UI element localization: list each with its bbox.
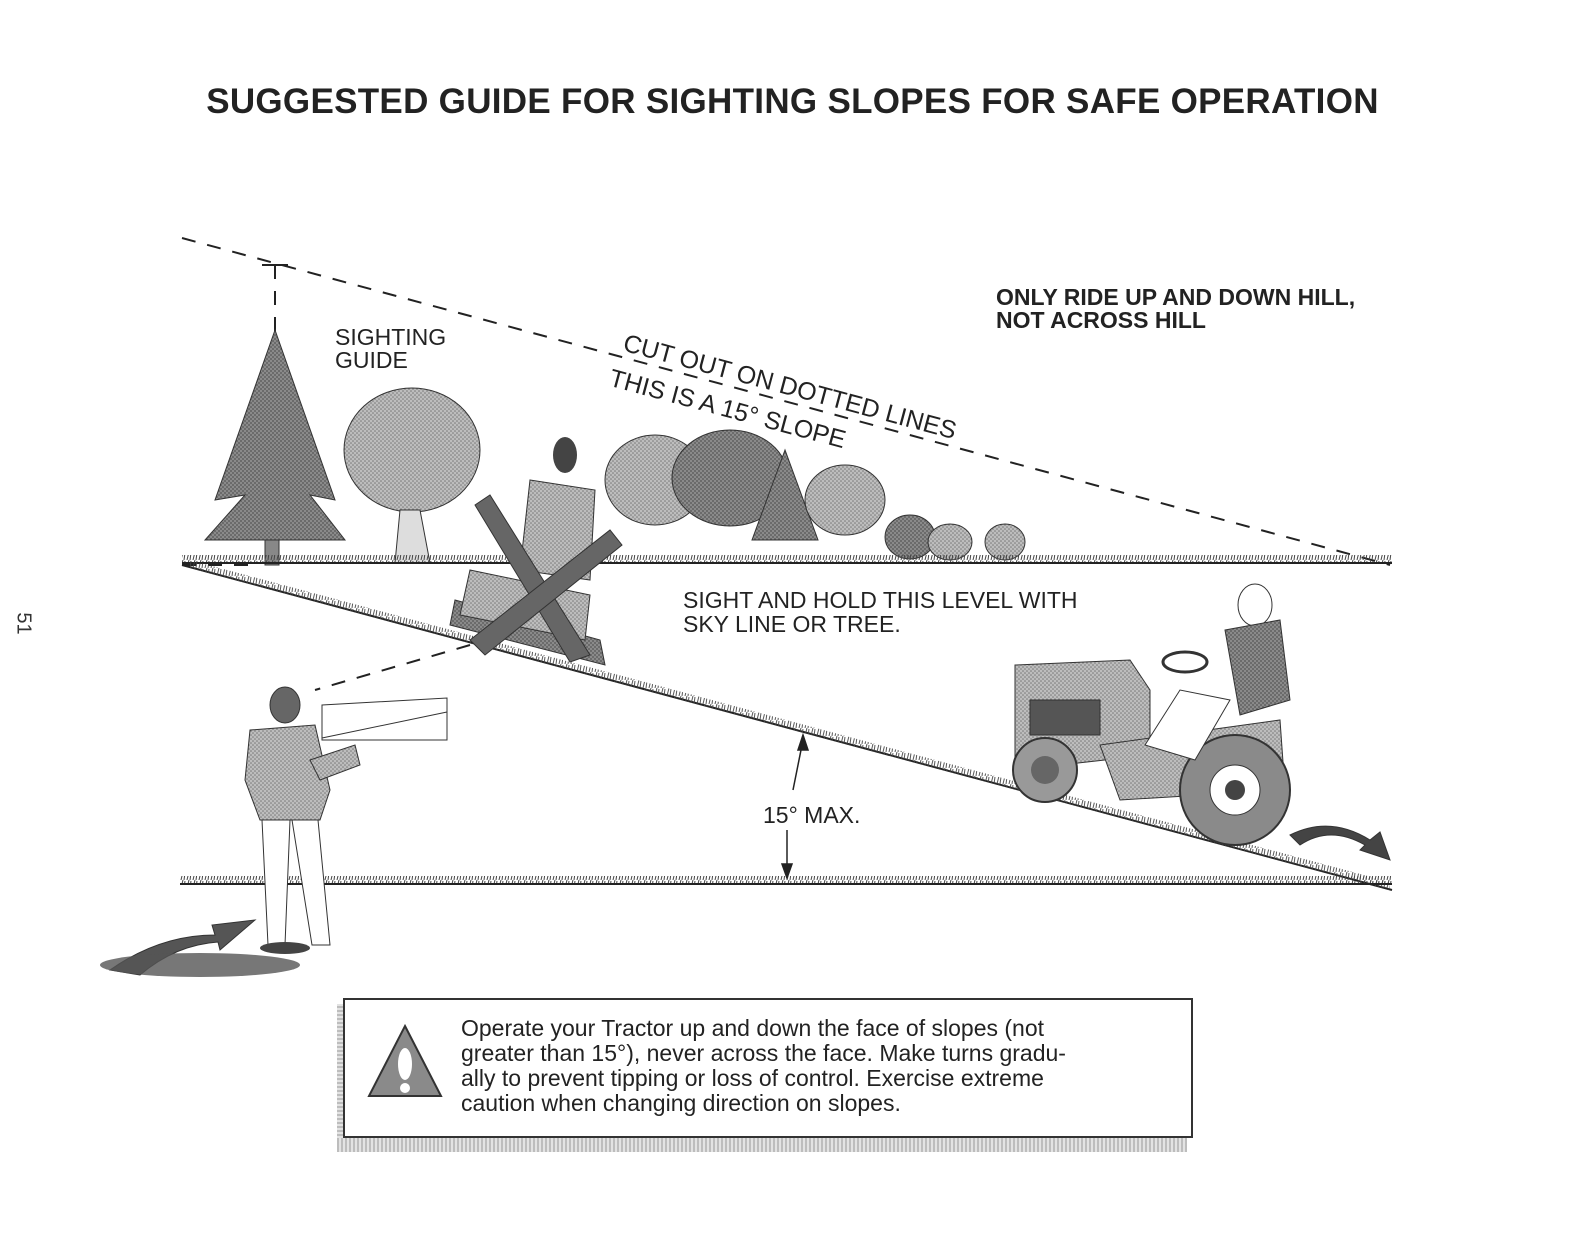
warning-shadow xyxy=(337,1004,343,1152)
warning-box: Operate your Tractor up and down the fac… xyxy=(343,998,1193,1138)
ground-line xyxy=(180,876,1392,884)
warning-triangle-icon xyxy=(367,1023,443,1097)
arrow-icon xyxy=(1289,825,1391,861)
warning-shadow xyxy=(337,1138,1187,1152)
only-ride-label: ONLY RIDE UP AND DOWN HILL, NOT ACROSS H… xyxy=(996,284,1356,333)
horizon-line xyxy=(182,555,1392,563)
person-sighting xyxy=(100,686,448,977)
riding-tractor xyxy=(1012,583,1391,861)
crossed-out-tractor xyxy=(449,437,623,666)
page-title: SUGGESTED GUIDE FOR SIGHTING SLOPES FOR … xyxy=(206,82,1379,121)
sight-hold-label: SIGHT AND HOLD THIS LEVEL WITH SKY LINE … xyxy=(683,587,1078,638)
sighting-guide-label: SIGHTING GUIDE xyxy=(335,324,447,373)
angle-arrows xyxy=(780,732,810,881)
warning-text: Operate your Tractor up and down the fac… xyxy=(461,1015,1066,1116)
max-angle-label: 15° MAX. xyxy=(763,802,861,828)
tree-line xyxy=(203,328,1026,566)
